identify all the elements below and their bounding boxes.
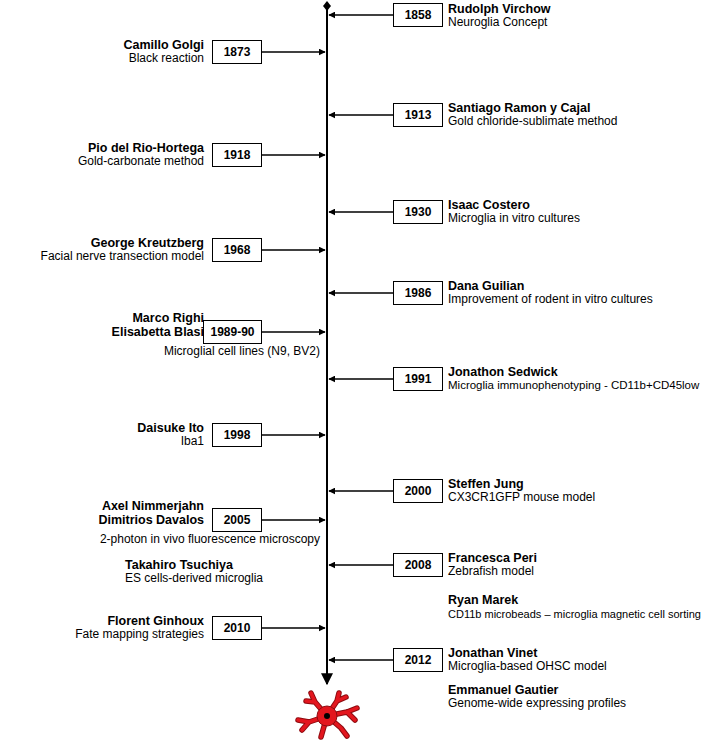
year-box: 2012 [393, 648, 443, 672]
year-arrow [262, 627, 325, 629]
year-box: 2005 [212, 508, 262, 532]
scientist-name: Jonathon Sedwick [448, 365, 558, 379]
year-arrow [329, 114, 393, 116]
milestone-text: 2-photon in vivo fluorescence microscopy [100, 533, 320, 547]
scientist-name: Steffen Jung [448, 477, 524, 491]
scientist-name: Camillo Golgi [123, 38, 204, 52]
year-arrows [262, 15, 393, 660]
scientist-name: Pio del Rio-Hortega [88, 141, 204, 155]
year-box: 1930 [393, 200, 443, 224]
year-arrow [262, 434, 325, 436]
year-box: 1991 [393, 367, 443, 391]
scientist-name: Francesca Peri [448, 551, 537, 565]
year-arrow [329, 564, 393, 566]
year-text: 1989-90 [210, 325, 254, 339]
milestone-text: Microglia in vitro cultures [448, 212, 580, 226]
year-arrow [262, 331, 325, 333]
year-arrow [329, 659, 393, 661]
milestone-text: CD11b microbeads – microglia magnetic ce… [448, 608, 701, 621]
scientist-name: George Kreutzberg [91, 236, 204, 250]
year-arrow [262, 51, 325, 53]
year-arrow [329, 14, 393, 16]
year-text: 2008 [405, 558, 432, 572]
year-arrow [329, 490, 393, 492]
year-text: 2005 [224, 513, 251, 527]
milestone-text: CX3CR1GFP mouse model [448, 491, 595, 505]
year-text: 2012 [405, 653, 432, 667]
year-text: 2000 [405, 484, 432, 498]
milestone-text: Genome-wide expressing profiles [448, 697, 626, 711]
milestone-text: Iba1 [181, 435, 204, 449]
microglia-cell [298, 693, 357, 737]
scientist-name: Axel Nimmerjahn [102, 499, 204, 513]
year-arrow [329, 211, 393, 213]
scientist-name: Florent Ginhoux [107, 614, 204, 628]
milestone-text: Neuroglia Concept [448, 16, 547, 30]
year-box: 1873 [212, 40, 262, 64]
year-box: 2010 [212, 616, 262, 640]
year-text: 1991 [405, 372, 432, 386]
timeline-start [323, 1, 331, 11]
year-arrow [262, 154, 325, 156]
milestone-text: Black reaction [129, 52, 204, 66]
year-box: 1918 [212, 143, 262, 167]
scientist-name: Takahiro Tsuchiya [125, 558, 233, 572]
year-arrow [329, 292, 393, 294]
milestone-text: Improvement of rodent in vitro cultures [448, 293, 653, 307]
milestone-text: Zebrafish model [448, 565, 534, 579]
year-box: 1968 [212, 238, 262, 262]
year-text: 1873 [224, 45, 251, 59]
scientist-name: Emmanuel Gautier [448, 683, 558, 697]
year-box: 2000 [393, 479, 443, 503]
year-box: 1998 [212, 423, 262, 447]
scientist-name: Marco Righi [132, 311, 204, 325]
scientist-name: Dana Guilian [448, 279, 524, 293]
scientist-name: Ryan Marek [448, 593, 518, 607]
year-text: 1998 [224, 428, 251, 442]
year-text: 1930 [405, 205, 432, 219]
scientist-name: Isaac Costero [448, 198, 530, 212]
year-text: 1986 [405, 286, 432, 300]
milestone-text: Microglia-based OHSC model [448, 660, 607, 674]
year-text: 1968 [224, 243, 251, 257]
milestone-text: ES cells-derived microglia [125, 572, 263, 586]
year-box: 1989-90 [203, 320, 262, 344]
scientist-name: Dimitrios Davalos [98, 513, 204, 527]
year-box: 1858 [393, 3, 443, 27]
milestone-text: Gold chloride-sublimate method [448, 115, 617, 129]
milestone-text: Fate mapping strategies [75, 628, 204, 642]
year-box: 1986 [393, 281, 443, 305]
scientist-name: Elisabetta Blasi [112, 325, 204, 339]
year-box: 2008 [393, 553, 443, 577]
scientist-name: Santiago Ramon y Cajal [448, 101, 590, 115]
year-text: 1858 [405, 8, 432, 22]
milestone-text: Microglia immunophenotyping - CD11b+CD45… [448, 379, 699, 392]
year-box: 1913 [393, 103, 443, 127]
milestone-text: Gold-carbonate method [78, 155, 204, 169]
year-arrow [262, 249, 325, 251]
year-text: 1913 [405, 108, 432, 122]
scientist-name: Jonathan Vinet [448, 646, 537, 660]
year-text: 2010 [224, 621, 251, 635]
year-arrow [262, 519, 325, 521]
milestone-text: Facial nerve transection model [41, 250, 204, 264]
scientist-name: Daisuke Ito [137, 421, 204, 435]
scientist-name: Rudolph Virchow [448, 2, 551, 16]
milestone-text: Microglial cell lines (N9, BV2) [164, 345, 320, 359]
year-text: 1918 [224, 148, 251, 162]
timeline-axis [326, 8, 328, 684]
year-arrow [329, 378, 393, 380]
